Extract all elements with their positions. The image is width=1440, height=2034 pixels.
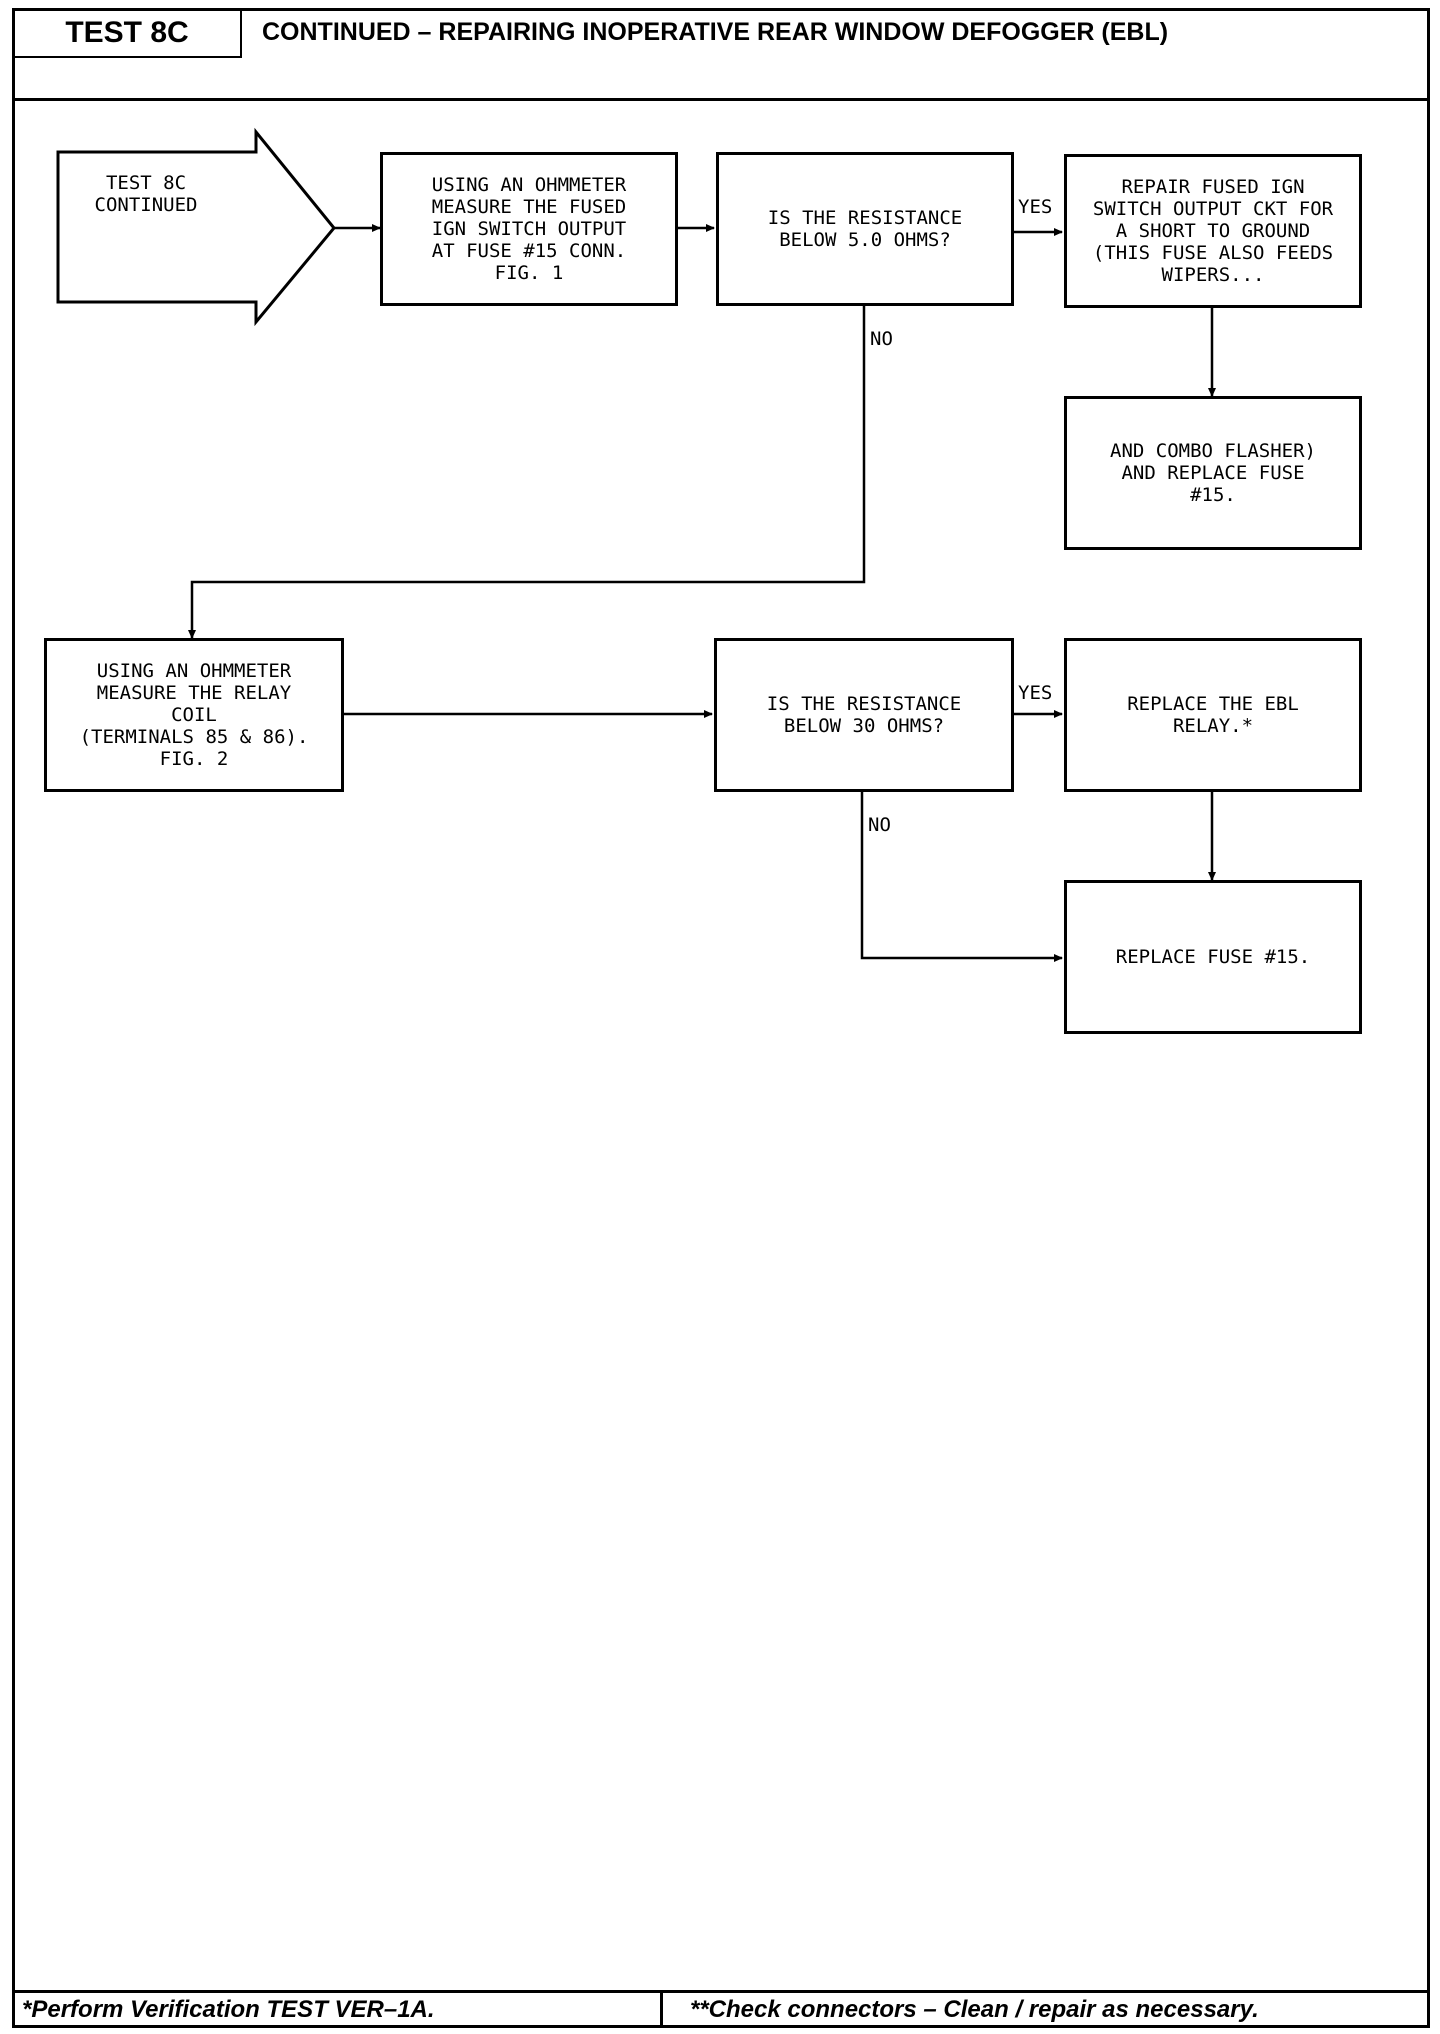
footer-note-left: *Perform Verification TEST VER–1A. <box>22 1996 435 2023</box>
no-label-1: NO <box>870 328 893 350</box>
step1-box: USING AN OHMMETER MEASURE THE FUSED IGN … <box>380 152 678 306</box>
start-label: TEST 8C CONTINUED <box>94 172 198 216</box>
no-label-2: NO <box>868 814 891 836</box>
replace-fuse-box: REPLACE FUSE #15. <box>1064 880 1362 1034</box>
yes-label-2: YES <box>1018 682 1053 704</box>
test-id-box: TEST 8C <box>14 10 242 58</box>
start-arrow-shape <box>56 127 336 327</box>
decision1-box: IS THE RESISTANCE BELOW 5.0 OHMS? <box>716 152 1014 306</box>
repair1-box: REPAIR FUSED IGN SWITCH OUTPUT CKT FOR A… <box>1064 154 1362 308</box>
header-divider <box>12 98 1430 101</box>
repair1-cont-box: AND COMBO FLASHER) AND REPLACE FUSE #15. <box>1064 396 1362 550</box>
footer-divider <box>12 1990 1430 1993</box>
footer-note-right: **Check connectors – Clean / repair as n… <box>690 1996 1259 2023</box>
connector-decision2-no <box>860 792 1063 962</box>
step2-box: USING AN OHMMETER MEASURE THE RELAY COIL… <box>44 638 344 792</box>
test-id: TEST 8C <box>65 16 189 49</box>
yes-label-1: YES <box>1018 196 1053 218</box>
page-frame <box>12 8 1430 2028</box>
footer-separator <box>660 1990 663 2028</box>
connector-decision1-no <box>188 306 866 639</box>
replace-relay-box: REPLACE THE EBL RELAY.* <box>1064 638 1362 792</box>
decision2-box: IS THE RESISTANCE BELOW 30 OHMS? <box>714 638 1014 792</box>
page-title: CONTINUED – REPAIRING INOPERATIVE REAR W… <box>262 18 1169 46</box>
